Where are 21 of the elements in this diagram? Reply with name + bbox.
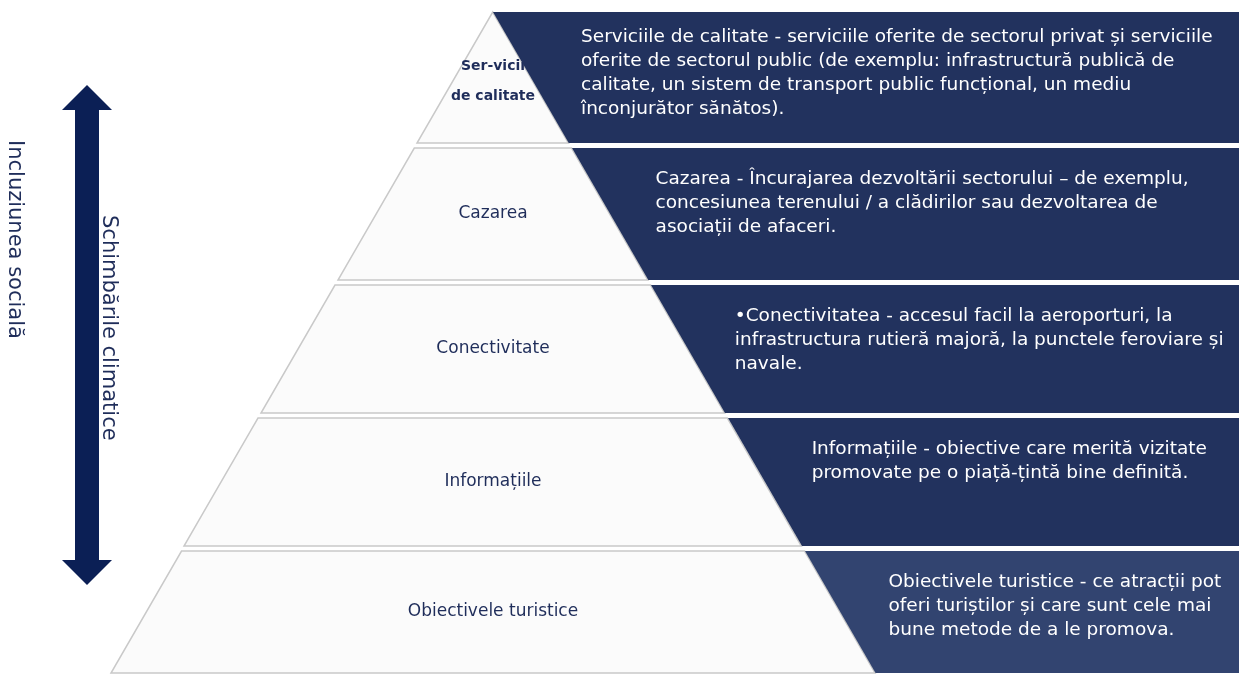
vertical-label: Incluziunea socială bbox=[4, 140, 28, 339]
description-text: Obiectivele turistice - ce atracții pot oferi turiștilor și care sunt cele mai bune metode de a le promova. bbox=[888, 569, 1223, 641]
description-band bbox=[727, 418, 1239, 546]
pyramid-level bbox=[338, 148, 648, 280]
pyramid-level bbox=[417, 12, 569, 143]
level-label: Ser-vicii de calitate bbox=[449, 56, 536, 105]
pyramid-level bbox=[261, 285, 725, 413]
description-text: Serviciile de calitate - serviciile oferite de sectorul privat și serviciile oferite de sectorul public (de exemplu: infrastructură publică de calitate, un sistem de transport public funcțional, un mediu înconjurător sănătos). bbox=[581, 24, 1214, 120]
level-label: Obiectivele turistice bbox=[406, 600, 580, 620]
level-label: Conectivitate bbox=[435, 337, 551, 357]
vertical-label: Schimbările climatice bbox=[98, 215, 122, 441]
description-band bbox=[571, 148, 1239, 280]
level-label: Informațiile bbox=[443, 470, 543, 490]
description-text: Cazarea - Încurajarea dezvoltării sectorului – de exemplu, concesiunea terenului / a clădirilor sau dezvoltarea de asociații de afaceri. bbox=[655, 166, 1190, 238]
description-band bbox=[650, 285, 1239, 413]
description-text: •Conectivitatea - accesul facil la aeroporturi, la infrastructura rutieră majoră, la punctele feroviare și navale. bbox=[734, 303, 1225, 375]
pyramid-level bbox=[184, 418, 802, 546]
level-label: Cazarea bbox=[457, 202, 529, 222]
description-text: Informațiile - obiective care merită vizitate promovate pe o piață-țintă bine definită. bbox=[811, 436, 1208, 484]
description-band bbox=[804, 551, 1239, 673]
pyramid-level bbox=[110, 551, 876, 673]
